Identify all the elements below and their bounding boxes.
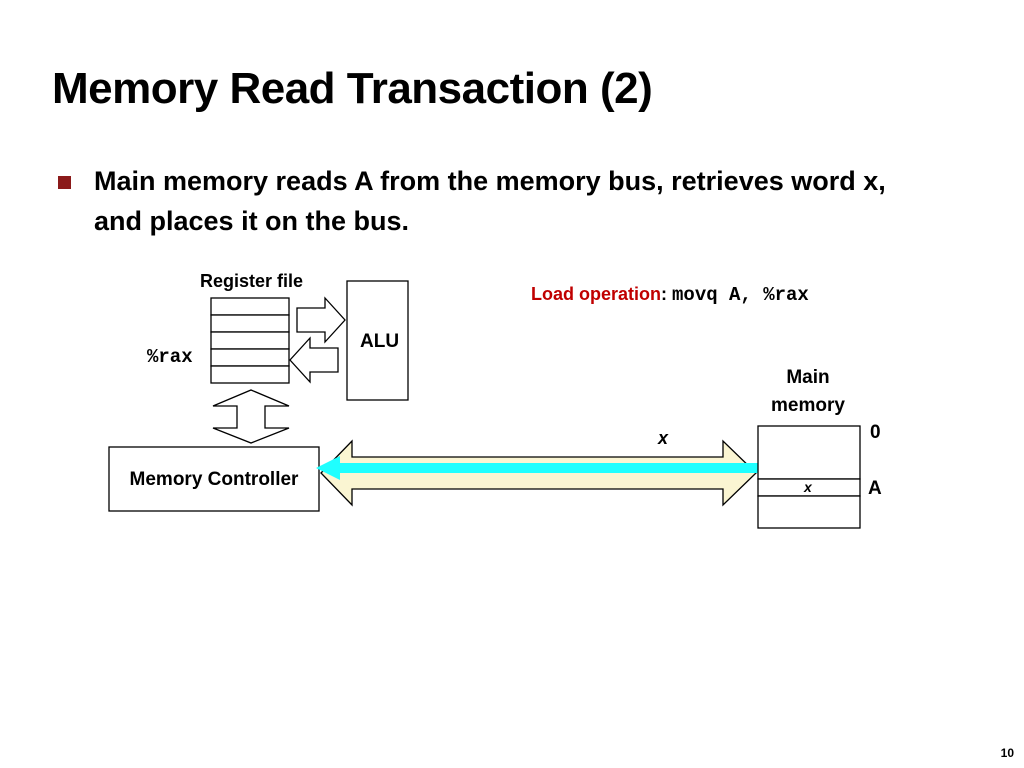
alu-label: ALU [360,331,400,352]
main-memory [757,425,861,529]
address-a-label: A [868,478,882,499]
main-memory-label: Main memory [762,364,854,420]
main-memory-label-line1: Main [786,367,830,388]
register-row [210,297,290,316]
memory-controller-label: Memory Controller [129,469,299,490]
register-file [210,297,290,384]
rax-register-label: %rax [147,346,193,368]
data-arrow [316,456,758,480]
register-row [210,365,290,384]
load-instruction: movq A, %rax [672,284,809,306]
memory-cell-value: x [804,479,812,495]
address-zero-label: 0 [870,422,881,443]
main-memory-label-line2: memory [771,395,845,416]
page-number: 10 [1000,746,1014,760]
load-operation-label: Load operation [531,284,661,304]
register-to-alu-arrow [296,296,346,344]
register-row [210,331,290,350]
slide-title: Memory Read Transaction (2) [52,64,653,113]
load-operation: Load operation: movq A, %rax [531,284,809,306]
load-operation-colon: : [661,284,667,304]
memory-cell [757,495,861,529]
bullet-marker [58,176,71,189]
register-row [210,314,290,333]
bus-value-label: x [658,428,669,448]
memory-cell [757,425,861,480]
memory-controller-box [108,446,320,512]
alu-box [346,280,409,401]
alu-to-register-arrow [289,336,339,384]
register-controller-double-arrow [212,389,290,444]
register-rax-row [210,348,290,367]
bullet-text: Main memory reads A from the memory bus,… [94,166,886,236]
register-file-label: Register file [200,271,304,291]
